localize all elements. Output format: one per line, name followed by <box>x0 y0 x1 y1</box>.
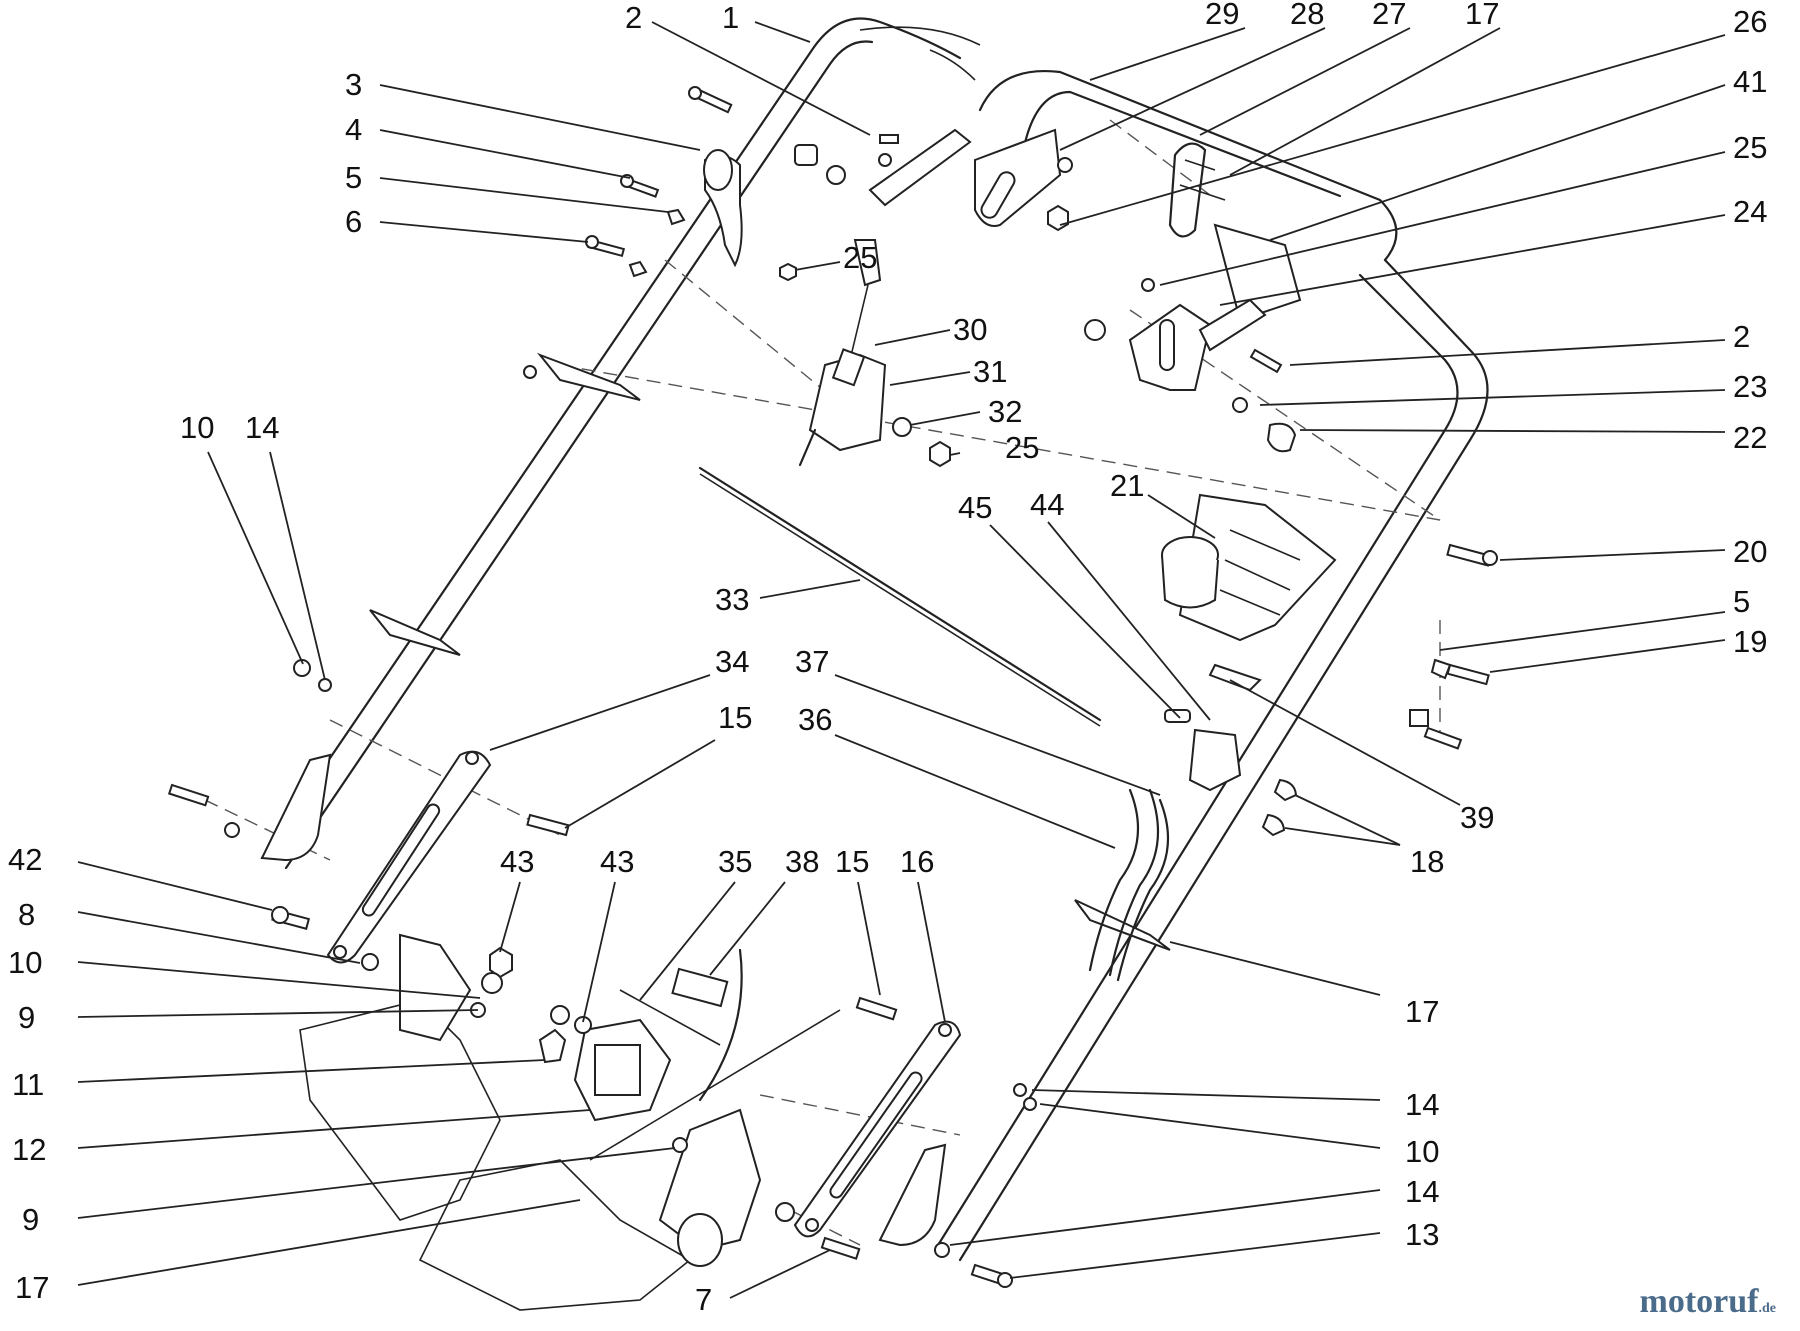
callout-15: 15 <box>718 700 752 735</box>
callout-1: 1 <box>722 0 739 35</box>
callout-16: 16 <box>900 844 934 879</box>
callout-38: 38 <box>785 844 819 879</box>
callout-34: 34 <box>715 644 749 679</box>
callout-31: 31 <box>973 354 1007 389</box>
callout-24: 24 <box>1733 194 1767 229</box>
watermark-logo: motoruf.de <box>1640 1283 1776 1321</box>
callout-8: 8 <box>18 897 35 932</box>
callout-10: 10 <box>8 945 42 980</box>
callout-14: 14 <box>245 410 279 445</box>
upper-left-bracket <box>585 86 899 282</box>
callout-25: 25 <box>843 240 877 275</box>
callout-28: 28 <box>1290 0 1324 31</box>
callout-13: 13 <box>1405 1217 1439 1252</box>
cable-clips <box>369 352 1171 951</box>
handle-frame <box>260 17 1489 1262</box>
callout-23: 23 <box>1733 369 1767 404</box>
right-height-link <box>775 996 1037 1288</box>
deck-bracket <box>271 906 762 1311</box>
callout-2: 2 <box>625 0 642 35</box>
callout-15: 15 <box>835 844 869 879</box>
callout-5: 5 <box>1733 584 1750 619</box>
callout-27: 27 <box>1372 0 1406 31</box>
callout-14: 14 <box>1405 1087 1439 1122</box>
callout-12: 12 <box>12 1132 46 1167</box>
callout-17: 17 <box>1465 0 1499 31</box>
control-cable <box>698 466 1102 727</box>
lever-assembly <box>1161 493 1337 692</box>
callout-11: 11 <box>12 1067 44 1102</box>
callout-5: 5 <box>345 160 362 195</box>
callout-41: 41 <box>1733 64 1767 99</box>
callout-10: 10 <box>180 410 214 445</box>
callout-30: 30 <box>953 312 987 347</box>
callout-labels: 1 2 3 4 5 6 25 29 28 27 17 26 41 25 24 2… <box>8 0 1767 1317</box>
callout-32: 32 <box>988 394 1022 429</box>
callout-25: 25 <box>1733 130 1767 165</box>
callout-19: 19 <box>1733 624 1767 659</box>
callout-44: 44 <box>1030 487 1064 522</box>
callout-21: 21 <box>1110 468 1144 503</box>
callout-4: 4 <box>345 112 362 147</box>
callout-10: 10 <box>1405 1134 1439 1169</box>
callout-9: 9 <box>18 1000 35 1035</box>
callout-43: 43 <box>600 844 634 879</box>
drive-cables <box>1088 788 1170 982</box>
watermark-text: motoruf <box>1639 1283 1759 1320</box>
callout-26: 26 <box>1733 4 1767 39</box>
callout-17: 17 <box>15 1270 49 1305</box>
callout-3: 3 <box>345 67 362 102</box>
cable-anchor-bracket <box>1084 278 1297 453</box>
callout-9: 9 <box>22 1202 39 1237</box>
callout-36: 36 <box>798 702 832 737</box>
callout-33: 33 <box>715 582 749 617</box>
watermark-suffix: .de <box>1758 1301 1777 1316</box>
callout-14: 14 <box>1405 1174 1439 1209</box>
callout-29: 29 <box>1205 0 1239 31</box>
upper-right-brackets <box>868 128 1302 322</box>
cable-adjuster <box>523 239 951 468</box>
pivot-bracket <box>1164 543 1498 837</box>
callout-22: 22 <box>1733 420 1767 455</box>
callout-42: 42 <box>8 842 42 877</box>
callout-25: 25 <box>1005 430 1039 465</box>
callout-37: 37 <box>795 644 829 679</box>
callout-39: 39 <box>1460 800 1494 835</box>
center-bracket <box>538 948 841 1161</box>
callout-7: 7 <box>695 1282 712 1317</box>
callout-43: 43 <box>500 844 534 879</box>
callout-17: 17 <box>1405 994 1439 1029</box>
callout-2: 2 <box>1733 319 1750 354</box>
callout-45: 45 <box>958 490 992 525</box>
callout-20: 20 <box>1733 534 1767 569</box>
callout-35: 35 <box>718 844 752 879</box>
left-height-link <box>167 659 570 964</box>
callout-6: 6 <box>345 204 362 239</box>
leader-lines <box>77 21 1726 1299</box>
callout-18: 18 <box>1410 844 1444 879</box>
